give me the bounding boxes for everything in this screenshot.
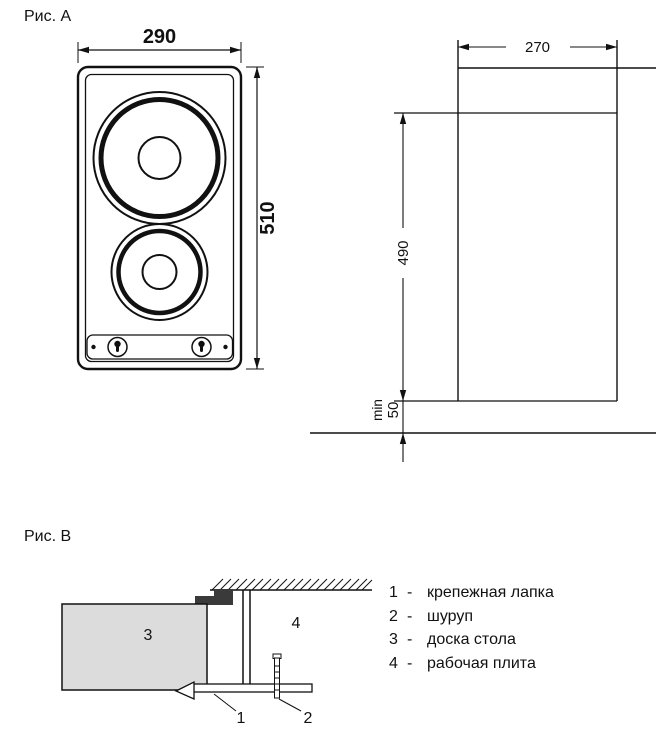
legend-num: 3	[389, 631, 398, 648]
part-number-1: 1	[237, 710, 246, 727]
part-number-2: 2	[304, 710, 313, 727]
hob-top-view	[76, 65, 243, 371]
knob-icon-right	[191, 336, 212, 358]
legend-item-2: 2 - шуруп	[389, 608, 554, 632]
figure-a-drawing: 290 510	[76, 26, 656, 462]
legend-num: 4	[389, 654, 398, 672]
dimension-hob-height: 510	[246, 66, 279, 370]
hob-top-panel-section	[210, 578, 373, 591]
part-number-4: 4	[292, 615, 301, 632]
parts-legend: 1 - крепежная лапка 2 - шуруп 3 - доска …	[389, 584, 554, 678]
screw	[272, 653, 282, 699]
figure-b-label: Рис. B	[24, 528, 72, 545]
arrow-right-icon	[230, 46, 241, 54]
control-strip	[86, 334, 234, 360]
legend-name: шуруп	[427, 607, 474, 625]
arrow-up-icon	[253, 67, 261, 78]
table-board: 3	[61, 603, 208, 691]
small-burner	[110, 223, 209, 321]
cutout-depth-value: 490	[395, 240, 412, 265]
legend-dash: -	[407, 631, 413, 648]
clearance-min-label: min	[370, 399, 385, 421]
legend-item-3: 3 - доска стола	[389, 631, 554, 655]
cutout-drawing: 270 490 min 50	[310, 39, 656, 462]
arrow-right-icon	[606, 43, 617, 51]
clearance-value: 50	[385, 402, 402, 419]
legend-dash: -	[407, 584, 413, 601]
legend-dash: -	[407, 654, 413, 672]
arrow-left-icon	[458, 43, 469, 51]
callouts: 1 2	[213, 693, 313, 727]
legend-num: 2	[389, 607, 398, 625]
dimension-cutout-depth: 490	[395, 113, 412, 401]
figure-a-label: Рис. A	[24, 8, 72, 25]
hatching	[211, 578, 373, 591]
fixing-bracket	[174, 680, 313, 701]
arrow-down-icon	[399, 390, 407, 401]
legend-name: доска стола	[427, 631, 516, 648]
dimension-hob-width: 290	[77, 26, 242, 63]
legend-num: 1	[389, 584, 398, 601]
arrow-up-icon	[399, 433, 407, 444]
cutout-width-value: 270	[525, 39, 550, 56]
legend-dash: -	[407, 607, 413, 625]
large-burner	[92, 91, 227, 225]
hob-side-wall: 4	[242, 590, 301, 688]
part-number-3: 3	[144, 627, 153, 644]
hob-inner-frame	[84, 73, 235, 363]
legend-item-1: 1 - крепежная лапка	[389, 584, 554, 608]
figure-b-drawing: 3 4 1 2	[61, 578, 373, 727]
dimension-cutout-width: 270	[458, 39, 617, 56]
hob-width-value: 290	[143, 26, 176, 48]
legend-item-4: 4 - рабочая плита	[389, 655, 554, 679]
arrow-left-icon	[78, 46, 89, 54]
screw-dot-right	[223, 344, 228, 350]
hob-height-value: 510	[257, 201, 279, 234]
arrow-up-icon	[399, 113, 407, 124]
arrow-down-icon	[253, 358, 261, 369]
dimension-front-clearance: min 50	[370, 399, 407, 462]
hob-outer-body	[76, 65, 243, 371]
bracket-hook	[174, 680, 195, 701]
hob-rim-profile	[195, 589, 233, 605]
knob-icon-left	[107, 336, 128, 358]
legend-name: рабочая плита	[427, 654, 536, 672]
legend-name: крепежная лапка	[427, 584, 554, 601]
screw-dot-left	[91, 344, 96, 350]
